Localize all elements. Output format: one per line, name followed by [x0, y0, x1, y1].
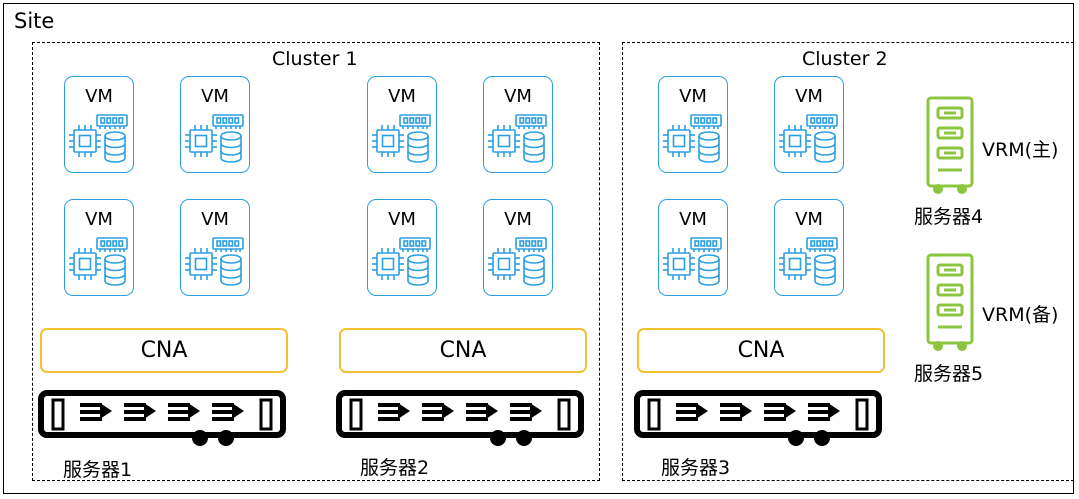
- vm-node-2: VM: [180, 76, 250, 173]
- vm-node-5: VM: [367, 76, 437, 173]
- vm-label: VM: [388, 209, 416, 230]
- cna-box-3: CNA: [637, 328, 885, 373]
- vrm-primary-label: VRM(主): [982, 139, 1059, 161]
- vm-label: VM: [201, 209, 229, 230]
- vm-resources-icon: [488, 237, 547, 286]
- server-5-label: 服务器5: [914, 363, 984, 385]
- server-4-label: 服务器4: [914, 206, 984, 228]
- vm-label: VM: [201, 86, 229, 107]
- vm-resources-icon: [488, 114, 547, 163]
- vm-label: VM: [504, 86, 532, 107]
- vm-resources-icon: [372, 114, 431, 163]
- vm-node-10: VM: [774, 76, 844, 173]
- cna-box-1: CNA: [40, 328, 288, 373]
- site-label: Site: [14, 9, 55, 33]
- vm-resources-icon: [185, 237, 244, 286]
- vm-label: VM: [795, 86, 823, 107]
- vm-resources-icon: [663, 237, 722, 286]
- vm-label: VM: [504, 209, 532, 230]
- server-1-label: 服务器1: [63, 459, 133, 481]
- vm-label: VM: [85, 86, 113, 107]
- vm-node-6: VM: [483, 76, 553, 173]
- vm-label: VM: [85, 209, 113, 230]
- vm-resources-icon: [779, 237, 838, 286]
- vm-resources-icon: [69, 114, 128, 163]
- vm-node-7: VM: [367, 199, 437, 296]
- vrm-primary-server-icon: [926, 96, 974, 194]
- vrm-backup-label: VRM(备): [982, 304, 1059, 326]
- vm-node-9: VM: [658, 76, 728, 173]
- rack-server-1-icon: [38, 390, 286, 446]
- cluster-1-boundary: [32, 42, 600, 481]
- vm-label: VM: [795, 209, 823, 230]
- server-2-label: 服务器2: [360, 457, 430, 479]
- vm-resources-icon: [69, 237, 128, 286]
- vm-resources-icon: [779, 114, 838, 163]
- vm-resources-icon: [663, 114, 722, 163]
- cna-box-2: CNA: [339, 328, 587, 373]
- vm-node-8: VM: [483, 199, 553, 296]
- vm-node-3: VM: [64, 199, 134, 296]
- rack-server-3-icon: [634, 390, 882, 446]
- vm-node-4: VM: [180, 199, 250, 296]
- vm-label: VM: [679, 86, 707, 107]
- vm-resources-icon: [185, 114, 244, 163]
- vm-resources-icon: [372, 237, 431, 286]
- cluster-2-boundary: [622, 42, 1074, 481]
- rack-server-2-icon: [336, 390, 584, 446]
- cluster-1-label: Cluster 1: [272, 48, 358, 70]
- vm-label: VM: [388, 86, 416, 107]
- vm-node-11: VM: [658, 199, 728, 296]
- server-3-label: 服务器3: [661, 457, 731, 479]
- vrm-backup-server-icon: [926, 253, 974, 351]
- vm-node-12: VM: [774, 199, 844, 296]
- vm-node-1: VM: [64, 76, 134, 173]
- vm-label: VM: [679, 209, 707, 230]
- cluster-2-label: Cluster 2: [802, 48, 888, 70]
